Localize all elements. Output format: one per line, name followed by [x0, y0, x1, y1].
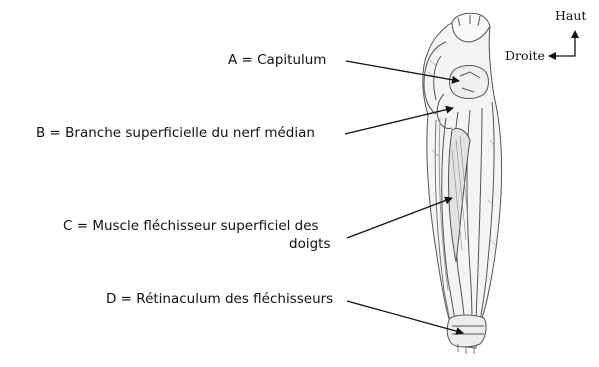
up-arrow-icon	[571, 30, 579, 38]
orientation-compass	[548, 30, 579, 60]
label-b: B = Branche superficielle du nerf médian	[36, 125, 315, 142]
compass-lines	[554, 36, 575, 56]
label-c-line1: C = Muscle fléchisseur superficiel des	[63, 218, 319, 235]
compass-up-label: Haut	[555, 8, 586, 23]
label-a: A = Capitulum	[228, 52, 326, 69]
left-arrow-icon	[548, 52, 556, 60]
label-d: D = Rétinaculum des fléchisseurs	[106, 291, 333, 308]
compass-right-label: Droite	[505, 48, 545, 63]
forearm-drawing	[423, 13, 502, 354]
label-c-line2: doigts	[289, 236, 330, 253]
